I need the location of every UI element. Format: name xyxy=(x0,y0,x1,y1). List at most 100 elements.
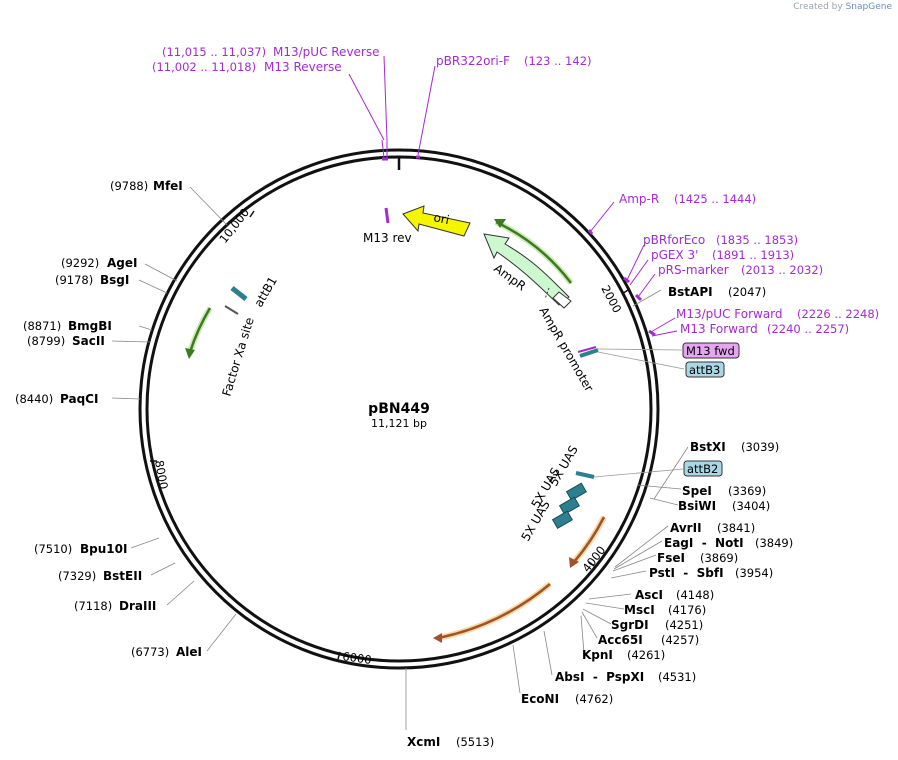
primer-line-prs xyxy=(637,273,656,298)
site-bsiwi: BsiWI xyxy=(678,499,716,513)
primer-amp-r-pos: (1425 .. 1444) xyxy=(674,192,756,206)
primer-line-ampr xyxy=(589,201,615,233)
site-mfei: MfeI xyxy=(153,179,183,193)
site-bmgbi-pos: (8871) xyxy=(23,319,61,333)
created-by-text: Created by xyxy=(793,2,843,12)
site-paqci-pos: (8440) xyxy=(15,392,53,406)
ampr-promoter-box xyxy=(552,291,572,309)
attb1-label: attB1 xyxy=(251,274,279,309)
site-bsgi: BsgI xyxy=(100,273,129,287)
primer-amp-r: Amp-R xyxy=(619,192,659,206)
site-psti-sbfi-pos: (3954) xyxy=(735,566,773,580)
primer-line-pgex xyxy=(629,259,649,286)
primer-prs-marker: pRS-marker xyxy=(658,263,729,277)
primer-mark-prs xyxy=(634,293,643,302)
attb2-feature xyxy=(575,471,595,479)
site-bmgbi: BmgBI xyxy=(68,319,112,333)
backbone-outer-strand xyxy=(138,148,660,670)
factor-xa-label: Factor Xa site xyxy=(219,316,256,398)
site-bsiwi-pos: (3404) xyxy=(732,499,770,513)
uas-box-3 xyxy=(551,510,573,530)
snapgene-logo-text: SnapGene xyxy=(845,2,892,12)
site-kpni: KpnI xyxy=(582,648,613,662)
site-sgrdi-pos: (4251) xyxy=(665,618,703,632)
attb1-feature xyxy=(230,286,248,301)
site-bpu10i-pos: (7510) xyxy=(34,542,72,556)
site-alei: AleI xyxy=(176,645,202,659)
site-msci-pos: (4176) xyxy=(668,603,706,617)
site-bstxi: BstXI xyxy=(690,440,726,454)
tick-10000: 10,000 xyxy=(216,206,255,246)
site-draiii-pos: (7118) xyxy=(74,599,112,613)
tick-label-8000: 8000 xyxy=(152,459,171,490)
orf-orange-1-arrowhead xyxy=(569,557,579,568)
uas-box-1 xyxy=(565,482,587,502)
primer-m13-forward-pos: (2240 .. 2257) xyxy=(767,322,849,336)
site-leader-lines xyxy=(111,186,689,730)
site-econi: EcoNI xyxy=(521,692,559,706)
plasmid-size: 11,121 bp xyxy=(371,417,427,430)
site-xcmi-pos: (5513) xyxy=(456,735,494,749)
primer-line-m13-puc-fwd xyxy=(650,317,676,333)
site-bstapi-pos: (2047) xyxy=(728,285,766,299)
tick-label-10000: 10,000 xyxy=(216,206,252,246)
snapgene-brand: Created by SnapGene xyxy=(793,2,892,12)
site-fsei-pos: (3869) xyxy=(700,551,738,565)
site-acc65i-pos: (4257) xyxy=(661,633,699,647)
primer-line-m13-puc-rev xyxy=(381,139,385,159)
site-spei-pos: (3369) xyxy=(728,484,766,498)
m13-rev-label: M13 rev xyxy=(363,231,412,245)
primer-line-pbrforeco xyxy=(626,244,645,281)
site-econi-pos: (4762) xyxy=(575,692,613,706)
primer-m13-puc-reverse-pos: (11,015 .. 11,037) xyxy=(162,45,266,59)
tick-2000: 2000 xyxy=(598,283,629,315)
plasmid-name: pBN449 xyxy=(368,401,430,417)
orf-green-top-arrowhead xyxy=(494,219,506,228)
primer-mark-pbrforeco xyxy=(623,276,630,284)
site-draiii: DraIII xyxy=(119,599,156,613)
site-bsteii: BstEII xyxy=(103,569,142,583)
site-bstxi-pos: (3039) xyxy=(741,440,779,454)
ampr-feature xyxy=(483,233,570,306)
attb3-tag: attB3 xyxy=(685,361,725,378)
attb2-tag: attB2 xyxy=(683,460,723,477)
site-kpni-pos: (4261) xyxy=(627,648,665,662)
m13-fwd-tag: M13 fwd xyxy=(682,342,740,359)
site-alei-pos: (6773) xyxy=(131,645,169,659)
site-paqci: PaqCI xyxy=(60,392,98,406)
attb3-tag-label: attB3 xyxy=(689,363,720,377)
primer-pgex-3: pGEX 3' xyxy=(651,248,698,262)
factor-xa-mark xyxy=(224,305,239,315)
ori-label: ori xyxy=(432,210,450,227)
site-agei: AgeI xyxy=(107,256,137,270)
primer-mark-ampr xyxy=(587,229,594,235)
site-acc65i: Acc65I xyxy=(598,633,643,647)
primer-m13-puc-forward-pos: (2226 .. 2248) xyxy=(797,307,879,321)
primer-pbr322ori-f-pos: (123 .. 142) xyxy=(524,54,592,68)
primer-m13-puc-forward: M13/pUC Forward xyxy=(676,307,783,321)
tick-label-6000: 6000 xyxy=(342,649,373,667)
primer-m13-reverse-pos: (11,002 .. 11,018) xyxy=(152,60,256,74)
site-bsteii-pos: (7329) xyxy=(58,569,96,583)
site-sgrdi: SgrDI xyxy=(611,618,649,632)
site-eagi-noti: EagI - NotI xyxy=(664,536,744,550)
primer-pbrforeco-pos: (1835 .. 1853) xyxy=(716,233,798,247)
site-agei-pos: (9292) xyxy=(61,256,99,270)
m13-rev-mark xyxy=(384,207,390,224)
ori-feature xyxy=(402,205,471,237)
site-msci: MscI xyxy=(624,603,655,617)
site-eagi-noti-pos: (3849) xyxy=(755,536,793,550)
orf-green-left-arrowhead xyxy=(185,348,195,359)
site-sacii-pos: (8799) xyxy=(27,334,65,348)
attb2-tag-label: attB2 xyxy=(687,462,718,476)
site-bstapi: BstAPI xyxy=(668,285,713,299)
primer-m13-forward: M13 Forward xyxy=(680,322,758,336)
site-absi-pspxi-pos: (4531) xyxy=(658,670,696,684)
site-xcmi: XcmI xyxy=(407,735,440,749)
site-bpu10i: Bpu10I xyxy=(80,542,127,556)
m13-fwd-feature xyxy=(577,346,597,353)
primer-pbr322ori-f: pBR322ori-F xyxy=(436,54,510,68)
site-mfei-pos: (9788) xyxy=(110,179,148,193)
site-psti-sbfi: PstI - SbfI xyxy=(649,566,724,580)
